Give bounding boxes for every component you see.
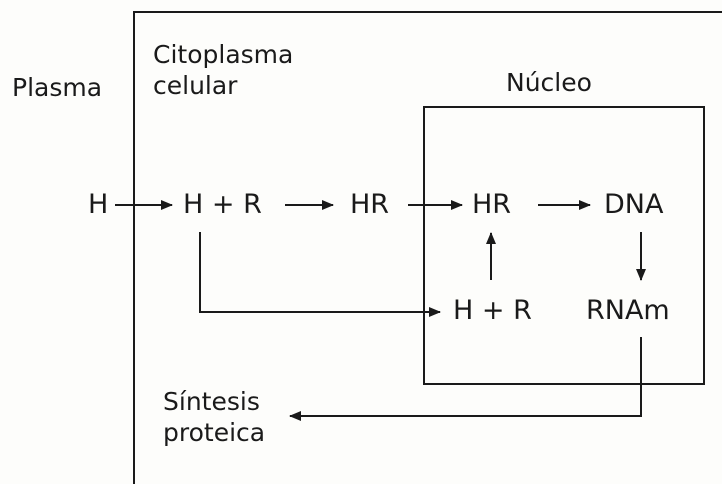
node-nuclear-hormone-receptor: H + R	[453, 295, 532, 326]
node-hormone: H	[88, 189, 109, 220]
node-mrna: RNAm	[586, 295, 670, 326]
node-dna: DNA	[604, 189, 664, 220]
cytoplasm-label: Citoplasma celular	[153, 40, 294, 100]
node-nuclear-complex: HR	[472, 189, 512, 220]
cell-membrane-boundary	[133, 11, 722, 484]
plasma-label: Plasma	[12, 73, 103, 102]
nucleus-label: Núcleo	[506, 68, 592, 97]
node-cyto-complex: HR	[350, 189, 390, 220]
arrow-mrna-to-protein-synthesis	[289, 337, 642, 421]
arrow-cyto-hr-to-nuclear-hr	[199, 232, 441, 317]
nucleus-boundary	[423, 106, 705, 385]
node-protein-synthesis: Síntesis proteica	[163, 387, 266, 447]
node-cyto-hormone-receptor: H + R	[183, 189, 262, 220]
